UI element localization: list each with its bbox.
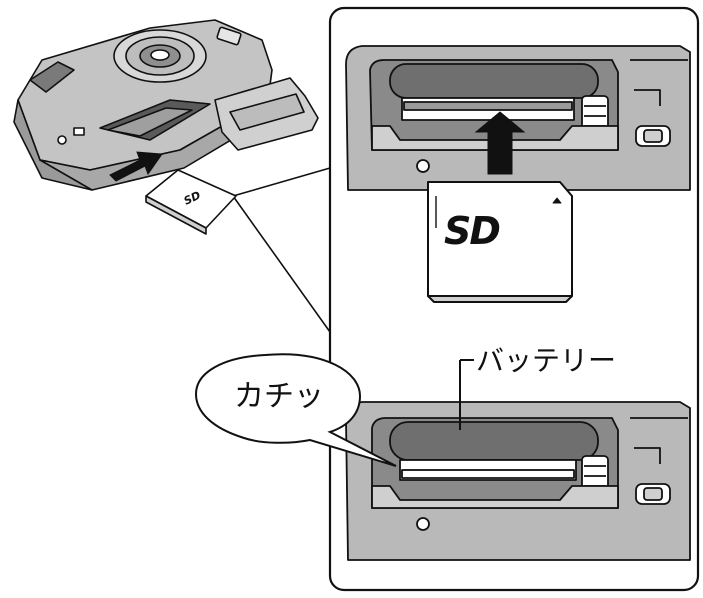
right-arrow-icon: [109, 151, 163, 182]
slot-top: [345, 45, 691, 191]
camera-overview: [13, 19, 319, 191]
click-sound-label: カチッ: [234, 379, 324, 414]
click-sound-bubble: カチッ: [194, 353, 397, 467]
sd-card-small: SD: [145, 169, 237, 235]
slot-bottom: [345, 401, 691, 561]
sd-card-large: SD: [427, 181, 573, 303]
battery-label: バッテリー: [476, 344, 616, 377]
callout-connector: [232, 167, 331, 333]
battery-label-group: バッテリー: [459, 344, 616, 430]
up-arrow-icon: [474, 111, 526, 175]
sd-logo: SD: [444, 209, 499, 253]
